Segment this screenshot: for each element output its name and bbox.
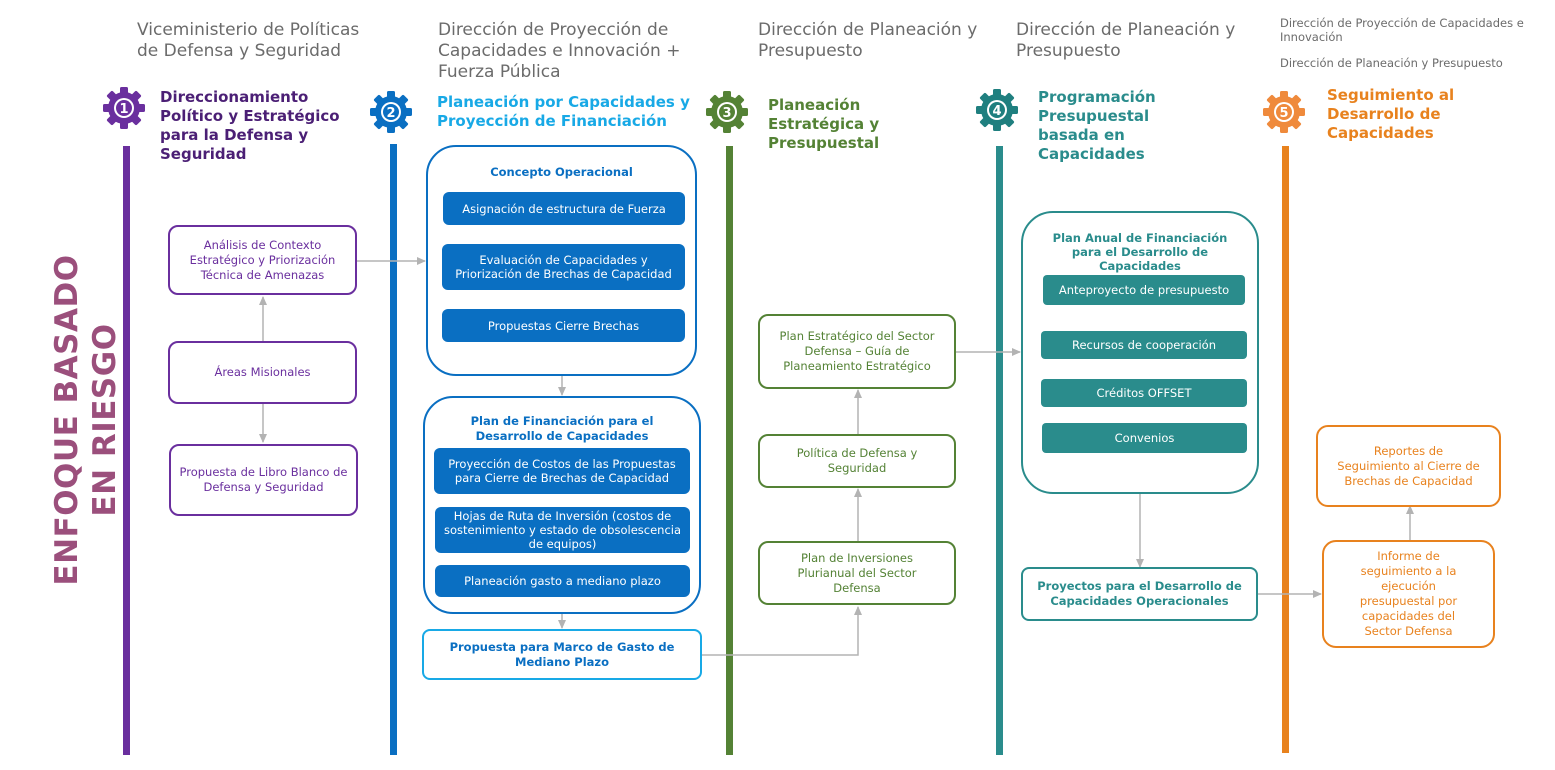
phase-2-line [390,144,397,755]
gear-icon-1: 1 [103,87,145,129]
box-reportes-seguimiento[interactable]: Reportes de Seguimiento al Cierre de Bre… [1316,425,1501,507]
plananual-item-recursos[interactable]: Recursos de cooperación [1041,331,1247,359]
arrow-marco-to-inversiones [701,606,862,656]
box-areas-misionales[interactable]: Áreas Misionales [168,341,357,404]
phase-4-org: Dirección de Planeación y Presupuesto [1016,20,1236,61]
container-concepto-operacional: Concepto Operacional Asignación de estru… [426,145,697,376]
container-plan-anual: Plan Anual de Financiación para el Desar… [1021,211,1259,494]
phase-1-line [123,146,130,755]
planfin-item-proyeccion[interactable]: Proyección de Costos de las Propuestas p… [434,448,690,494]
phase-1-org: Viceministerio de Políticas de Defensa y… [137,20,360,61]
box-politica-defensa[interactable]: Política de Defensa y Seguridad [758,434,956,488]
box-plan-inversiones[interactable]: Plan de Inversiones Plurianual del Secto… [758,541,956,605]
gear-icon-3: 3 [706,91,748,133]
phase-3-org: Dirección de Planeación y Presupuesto [758,20,978,61]
gear-2-number: 2 [386,106,395,121]
container-plan-financiacion: Plan de Financiación para el Desarrollo … [423,396,701,614]
box-proyectos-desarrollo[interactable]: Proyectos para el Desarrollo de Capacida… [1021,567,1258,621]
concepto-item-evaluacion[interactable]: Evaluación de Capacidades y Priorización… [442,244,685,290]
phase-5-line [1282,146,1289,753]
box-analisis-contexto[interactable]: Análisis de Contexto Estratégico y Prior… [168,225,357,295]
plananual-item-creditos[interactable]: Créditos OFFSET [1041,379,1247,407]
gear-icon-2: 2 [370,91,412,133]
phase-4-title: Programación Presupuestal basada en Capa… [1038,88,1156,163]
gear-4-number: 4 [992,104,1001,119]
phase-1-title: Direccionamiento Político y Estratégico … [160,88,340,163]
phase-3-line [726,146,733,755]
phase-5-org: Dirección de Proyección de Capacidades e… [1280,16,1524,44]
phase-2-org: Dirección de Proyección de Capacidades e… [438,20,681,82]
concepto-operacional-title: Concepto Operacional [490,165,633,179]
phase-4-line [996,146,1003,755]
box-plan-estrategico[interactable]: Plan Estratégico del Sector Defensa – Gu… [758,314,956,389]
phase-2-title: Planeación por Capacidades y Proyección … [437,93,690,130]
gear-icon-5: 5 [1263,91,1305,133]
box-marco-gasto[interactable]: Propuesta para Marco de Gasto de Mediano… [422,629,702,680]
gear-5-number: 5 [1279,106,1288,121]
plan-financiacion-title: Plan de Financiación para el Desarrollo … [470,414,654,443]
gear-3-number: 3 [722,106,731,121]
planfin-item-planeacion-gasto[interactable]: Planeación gasto a mediano plazo [435,565,690,597]
planfin-item-hojas-ruta[interactable]: Hojas de Ruta de Inversión (costos de so… [435,507,690,553]
phase-3-title: Planeación Estratégica y Presupuestal [768,96,880,152]
concepto-item-asignacion[interactable]: Asignación de estructura de Fuerza [443,192,685,225]
box-informe-seguimiento[interactable]: Informe de seguimiento a la ejecución pr… [1322,540,1495,648]
phase-5-org-2: Dirección de Planeación y Presupuesto [1280,56,1503,70]
phase-5-title: Seguimiento al Desarrollo de Capacidades [1327,86,1455,142]
plananual-item-anteproyecto[interactable]: Anteproyecto de presupuesto [1043,275,1245,305]
gear-icon-4: 4 [976,89,1018,131]
plan-anual-title: Plan Anual de Financiación para el Desar… [1052,231,1228,273]
concepto-item-propuestas[interactable]: Propuestas Cierre Brechas [442,309,685,342]
box-libro-blanco[interactable]: Propuesta de Libro Blanco de Defensa y S… [169,444,358,516]
gear-1-number: 1 [119,102,128,117]
plananual-item-convenios[interactable]: Convenios [1042,423,1247,453]
